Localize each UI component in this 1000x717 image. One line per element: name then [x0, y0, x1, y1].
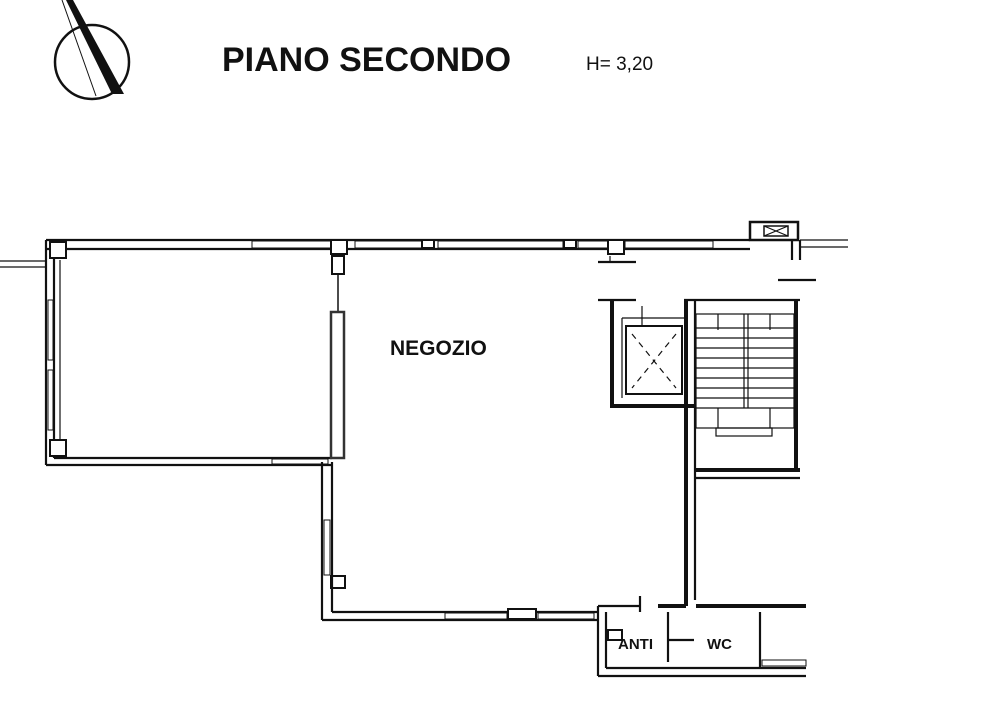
left-room-walls [44, 240, 332, 467]
lift-shaft [625, 306, 683, 395]
plan-title: PIANO SECONDO [222, 41, 511, 79]
top-facade-wall [46, 238, 848, 251]
wc-block [596, 596, 807, 678]
central-partition [329, 274, 346, 460]
exterior-line-left [0, 260, 46, 268]
room-label-negozio: NEGOZIO [390, 337, 487, 360]
ceiling-height-label: H= 3,20 [586, 54, 653, 75]
shaft-box [748, 220, 802, 260]
stair-core [598, 298, 800, 606]
room-label-wc: WC [707, 636, 732, 653]
room-label-anti: ANTI [618, 636, 653, 653]
staircase [695, 313, 795, 437]
north-arrow-icon [53, 0, 131, 101]
shop-walls [320, 462, 598, 622]
door-marks-top [598, 256, 816, 282]
